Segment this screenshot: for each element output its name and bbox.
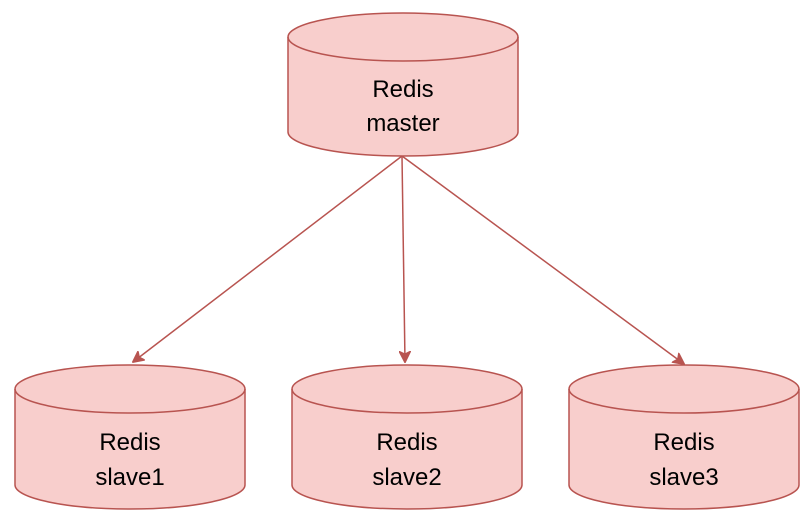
node-slave2-line1: Redis bbox=[376, 429, 437, 456]
node-master-line2: master bbox=[366, 110, 439, 137]
node-slave1-line1: Redis bbox=[99, 429, 160, 456]
node-slave1-line2: slave1 bbox=[95, 464, 164, 491]
database-cylinder-icon bbox=[568, 364, 800, 510]
cylinder-top-rim bbox=[291, 388, 523, 414]
node-slave2-line2: slave2 bbox=[372, 464, 441, 491]
node-master-line1: Redis bbox=[372, 76, 433, 103]
database-cylinder-icon bbox=[14, 364, 246, 510]
cylinder-top-rim bbox=[287, 36, 519, 62]
edge-master-slave1 bbox=[133, 155, 403, 362]
database-cylinder-icon bbox=[287, 12, 519, 157]
node-slave1[interactable]: Redis slave1 bbox=[14, 364, 246, 510]
edge-master-slave3 bbox=[401, 155, 684, 364]
edge-master-slave2 bbox=[402, 155, 405, 362]
edges bbox=[133, 155, 684, 364]
node-master[interactable]: Redis master bbox=[287, 12, 519, 157]
node-slave3-line1: Redis bbox=[653, 429, 714, 456]
database-cylinder-icon bbox=[291, 364, 523, 510]
cylinder-top-rim bbox=[14, 388, 246, 414]
node-slave3-line2: slave3 bbox=[649, 464, 718, 491]
node-slave2[interactable]: Redis slave2 bbox=[291, 364, 523, 510]
node-slave3[interactable]: Redis slave3 bbox=[568, 364, 800, 510]
cylinder-top-rim bbox=[568, 388, 800, 414]
